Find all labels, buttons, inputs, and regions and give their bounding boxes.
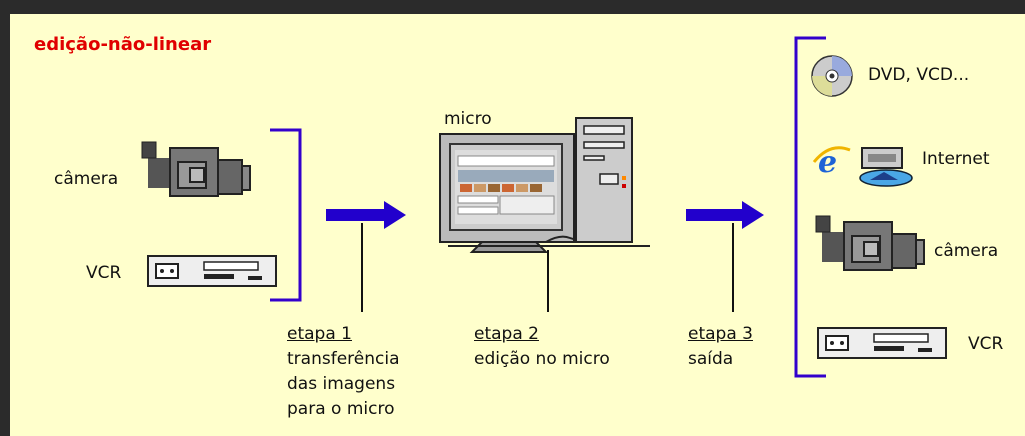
computer-icon [439, 117, 650, 253]
step1-line-2: das imagens [287, 374, 396, 394]
step2-heading: etapa 2 [474, 324, 539, 344]
right-bracket [794, 36, 826, 378]
step1-heading: etapa 1 [287, 324, 352, 344]
network-drive-icon [859, 147, 913, 187]
step1-line-1: transferência [287, 349, 400, 369]
step3-heading: etapa 3 [688, 324, 753, 344]
arrow-3 [686, 201, 764, 229]
diagram-title: edição-não-linear [34, 34, 212, 55]
micro-label: micro [444, 109, 492, 129]
step1-line-3: para o micro [287, 399, 395, 419]
internet-label: Internet [922, 149, 990, 169]
camera-label: câmera [54, 169, 119, 189]
arrow-1 [326, 201, 406, 229]
cd-icon [811, 55, 853, 97]
output-vcr-label: VCR [968, 334, 1004, 354]
internet-explorer-icon: e [812, 145, 851, 180]
left-bracket [270, 128, 302, 302]
step2-line-1: edição no micro [474, 349, 610, 369]
dvd-label: DVD, VCD... [868, 65, 970, 85]
step3-line-1: saída [688, 349, 734, 369]
vcr-label: VCR [86, 263, 122, 283]
vcr-icon [147, 255, 277, 287]
vcr-icon [817, 327, 947, 359]
output-camera-label: câmera [934, 241, 999, 261]
